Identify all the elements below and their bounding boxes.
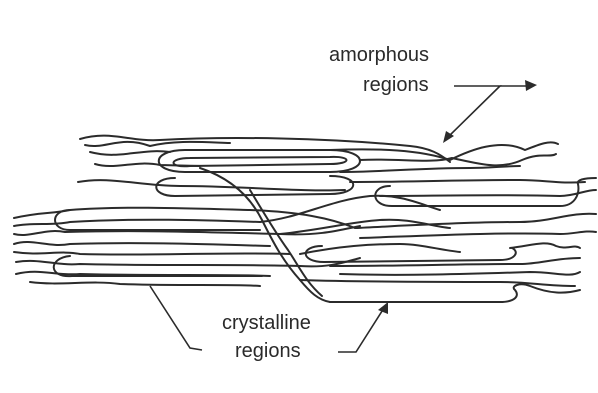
polymer-chain xyxy=(78,180,345,190)
polymer-chain-fold xyxy=(174,157,347,166)
polymer-chain xyxy=(90,151,170,155)
crystalline-arrowhead xyxy=(378,302,388,314)
crystalline-leader-line xyxy=(150,286,202,350)
crystalline-label-line-1: crystalline xyxy=(222,312,311,334)
polymer-chain xyxy=(260,196,440,222)
polymer-chain-fold xyxy=(159,150,360,172)
polymer-chain xyxy=(14,220,260,226)
polymer-chain xyxy=(95,164,200,166)
polymer-chain xyxy=(350,180,585,183)
polymer-chain-fold xyxy=(330,284,580,302)
polymer-chain xyxy=(300,244,460,254)
crystalline-leader-line xyxy=(338,308,384,352)
polymer-chain xyxy=(355,214,596,228)
polymer-chain xyxy=(330,142,558,160)
crystalline-label-line-2: regions xyxy=(235,340,301,362)
amorphous-leader-line xyxy=(447,86,500,138)
polymer-chain xyxy=(14,252,290,255)
polymer-chain xyxy=(30,282,260,286)
polymer-chain xyxy=(510,243,580,248)
polymer-chain xyxy=(360,231,596,238)
polymer-chain xyxy=(300,280,575,286)
amorphous-label-line-2: regions xyxy=(363,74,429,96)
polymer-chain xyxy=(85,142,230,146)
polymer-chain xyxy=(340,272,580,275)
polymer-chain xyxy=(14,242,270,246)
polymer-chain xyxy=(380,190,596,196)
amorphous-label-line-1: amorphous xyxy=(329,44,429,66)
polymer-chain xyxy=(340,166,520,172)
amorphous-arrowhead xyxy=(525,80,537,91)
